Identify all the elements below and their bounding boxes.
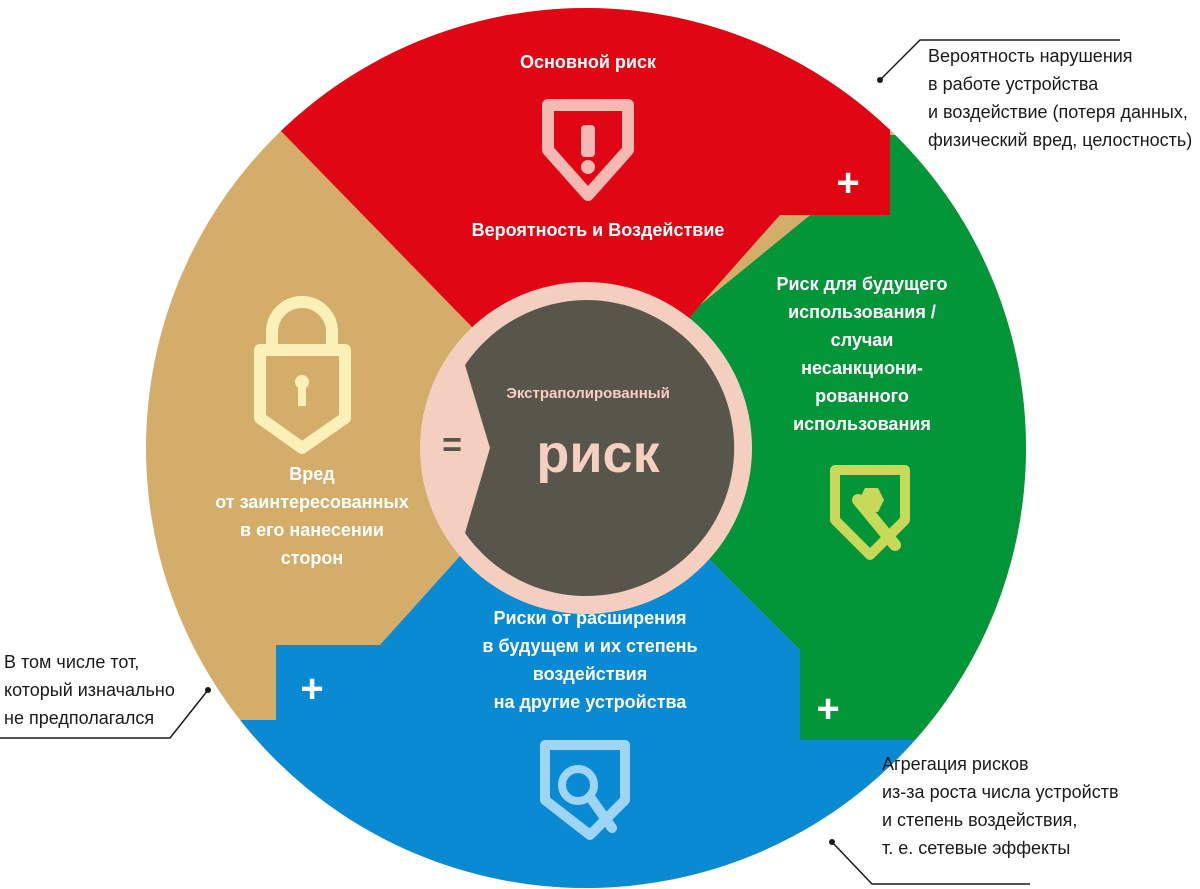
center-big-label: риск [536, 424, 660, 484]
center-small-label: Экстраполированный [506, 385, 670, 402]
plus-icon-bottom-right: + [816, 687, 839, 731]
svg-text:Риск для будущего: Риск для будущего [776, 274, 947, 294]
svg-text:на другие устройства: на другие устройства [494, 692, 688, 712]
callout-dot-bottom-right [829, 839, 835, 845]
svg-text:и степень воздействия,: и степень воздействия, [882, 810, 1077, 830]
svg-text:использования: использования [793, 414, 931, 434]
svg-text:в работе устройства: в работе устройства [928, 74, 1099, 94]
main-risk-subtitle: Вероятность и Воздействие [472, 220, 725, 240]
svg-text:и воздействие (потеря данных,: и воздействие (потеря данных, [928, 102, 1188, 122]
callout-dot-top-right [877, 77, 883, 83]
plus-icon-top-right: + [836, 161, 859, 205]
expansion-label: Риски от расширения в будущем и их степе… [482, 608, 697, 712]
svg-text:сторон: сторон [281, 548, 343, 568]
stakeholders-label: Вред от заинтересованных в его нанесении… [215, 464, 409, 568]
padlock-icon [254, 296, 351, 454]
segment-main-risk [280, 8, 890, 448]
svg-text:в его нанесении: в его нанесении [240, 520, 384, 540]
annotation-bottom-right: Агрегация рисков из-за роста числа устро… [882, 754, 1119, 858]
svg-text:воздействия: воздействия [533, 664, 648, 684]
svg-text:от заинтересованных: от заинтересованных [215, 492, 409, 512]
svg-text:который изначально: который изначально [4, 680, 175, 700]
annotation-top-right: Вероятность нарушения в работе устройств… [928, 46, 1192, 150]
search-badge-icon [540, 740, 630, 840]
exclamation-shield-icon [542, 99, 634, 201]
svg-text:не предполагался: не предполагался [4, 708, 154, 728]
svg-text:Вред: Вред [289, 464, 335, 484]
svg-text:В том числе тот,: В том числе тот, [4, 652, 139, 672]
equals-sign: = [442, 426, 462, 464]
segment-expansion [146, 448, 1026, 888]
svg-text:Риски от расширения: Риски от расширения [493, 608, 686, 628]
plus-icon-left: + [300, 667, 323, 711]
segment-future-use [586, 135, 1026, 740]
svg-text:использования /: использования / [788, 302, 936, 322]
center-disc [465, 299, 735, 596]
svg-text:в будущем и их степень: в будущем и их степень [482, 636, 697, 656]
svg-text:случаи: случаи [831, 330, 894, 350]
callout-line-left [0, 689, 209, 739]
callout-line-bottom-right [831, 841, 1030, 885]
svg-text:несанкциони-: несанкциони- [801, 358, 923, 378]
svg-text:Вероятность нарушения: Вероятность нарушения [928, 46, 1133, 66]
annotation-left: В том числе тот, который изначально не п… [4, 652, 175, 728]
svg-text:физический вред, целостность): физический вред, целостность) [928, 130, 1192, 150]
callout-line-top-right [879, 39, 1120, 81]
future-use-label: Риск для будущего использования / случаи… [776, 274, 947, 434]
callout-dot-left [205, 687, 211, 693]
svg-text:т. е. сетевые эффекты: т. е. сетевые эффекты [882, 838, 1070, 858]
main-risk-title: Основной риск [520, 52, 657, 72]
wrench-badge-icon [830, 465, 910, 560]
svg-text:рованного: рованного [815, 386, 909, 406]
svg-text:Агрегация рисков: Агрегация рисков [882, 754, 1029, 774]
svg-text:из-за роста числа устройств: из-за роста числа устройств [882, 782, 1119, 802]
